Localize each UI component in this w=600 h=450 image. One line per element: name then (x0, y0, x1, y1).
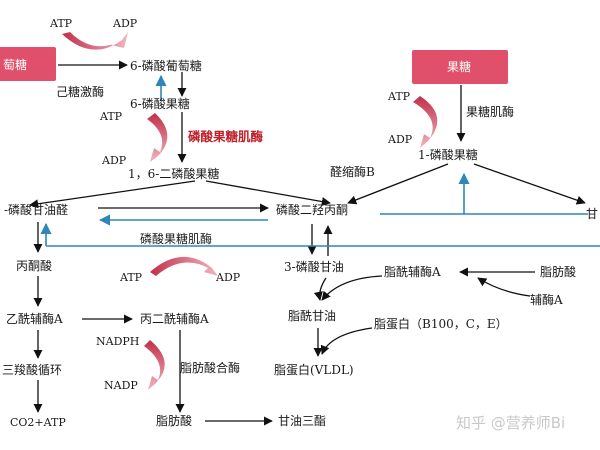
nadp-label: NADP (104, 379, 138, 392)
pfk-label: 磷酸果糖肌酶 (188, 129, 264, 144)
aldolase-b-label: 醛缩酶B (330, 164, 375, 179)
co2-atp-label: CO2+ATP (10, 416, 66, 429)
fructose-box (412, 50, 508, 84)
curved-arrow-nadph-nadp (144, 340, 165, 390)
arrow-f16bp-to-dhap (205, 180, 331, 207)
pyruvate-label: 丙酮酸 (16, 258, 52, 273)
atp-label-4: ATP (119, 271, 143, 284)
adp-label-1: ADP (112, 17, 138, 30)
f6p-label: 6-磷酸果糖 (130, 96, 190, 111)
watermark: 知乎 @营养师Bi (456, 414, 565, 432)
atp-label-1: ATP (49, 17, 73, 30)
glycerol3p-label: 3-磷酸甘油 (284, 259, 344, 274)
arrow-f1p-to-right (473, 163, 586, 205)
acyl-coa-label: 脂酰辅酶A (384, 264, 441, 279)
atp-label-3: ATP (387, 90, 411, 103)
arrow-f16bp-to-g3p (29, 180, 196, 209)
arrow-coa-to-acyl-coa (477, 277, 531, 297)
g6p-label: 6-磷酸葡萄糖 (130, 58, 202, 73)
atp-label-2: ATP (99, 110, 123, 123)
fas-label: 脂肪酸合酶 (180, 360, 240, 375)
coa-label: 辅酶A (530, 292, 563, 307)
pfk-bottom-label: 磷酸果糖肌酶 (140, 231, 212, 246)
f16bp-label: 1，6-二磷酸果糖 (128, 166, 219, 181)
fatty-acid-label-1: 脂肪酸 (540, 264, 576, 279)
vldl-label: 脂蛋白(VLDL) (274, 362, 354, 377)
adp-label-2: ADP (101, 154, 127, 167)
arrow-glycerol3p-to-acyl-glycerol (313, 277, 327, 301)
arrow-apolipoprotein-to-vldl (320, 327, 373, 355)
malonyl-coa-label: 丙二酰辅酶A (140, 311, 209, 326)
curved-arrow-atp-adp-2 (147, 113, 168, 162)
f1p-label: 1-磷酸果糖 (418, 147, 478, 162)
right-edge-label: 甘 (586, 207, 598, 221)
fructose-box-label: 果糖 (447, 59, 471, 74)
curved-arrow-atp-adp-1 (62, 32, 128, 50)
acetyl-coa-label: 乙酰辅酶A (6, 311, 63, 326)
g3p-label: -磷酸甘油醛 (4, 202, 68, 217)
hexokinase-label: 己糖激酶 (56, 84, 104, 99)
fatty-acid-label-2: 脂肪酸 (156, 413, 192, 428)
tca-label: 三羧酸循环 (2, 362, 62, 377)
glucose-box-label: 萄糖 (3, 57, 27, 72)
acyl-glycerol-label: 脂酰甘油 (288, 308, 336, 323)
apolipoprotein-label: 脂蛋白（B100，C，E） (374, 316, 508, 331)
curved-arrow-atp-adp-3 (413, 96, 438, 148)
glucose-box (0, 47, 56, 81)
arrow-f1p-to-dhap (347, 163, 449, 205)
adp-label-3: ADP (387, 133, 413, 146)
adp-label-4: ADP (215, 271, 241, 284)
curved-arrow-atp-adp-4 (150, 256, 218, 276)
arrow-acyl-coa-to-acyl-glycerol (321, 275, 383, 301)
fructokinase-label: 果糖肌酶 (466, 104, 514, 119)
nadph-label: NADPH (96, 335, 139, 348)
triglyceride-label: 甘油三酯 (278, 414, 326, 428)
dhap-label: 磷酸二羟丙酮 (276, 202, 348, 217)
